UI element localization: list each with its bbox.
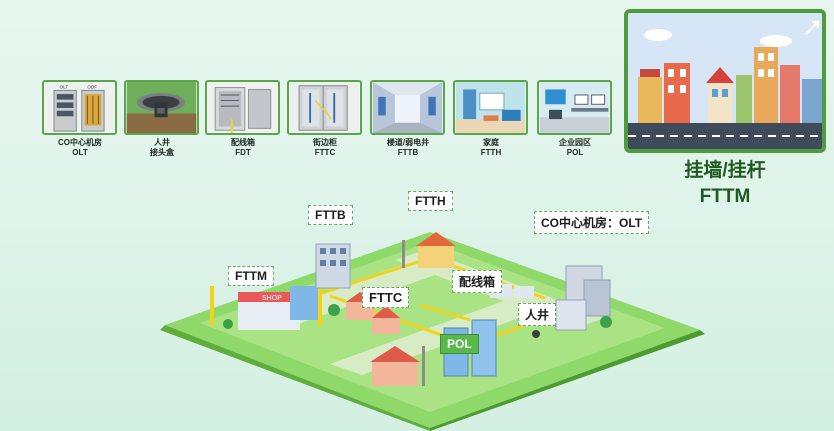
label-pol: POL [440,334,479,354]
label-co-olt: CO中心机房：OLT [534,211,650,234]
card-fttc [287,80,362,135]
label-fttb: FTTB [308,205,353,225]
card-manhole [124,80,199,135]
label-manhole: 人井 [518,303,557,326]
card-manhole-caption: 人井接头盒 [150,138,174,157]
street-buildings-icon [628,13,822,149]
building-corridor-icon [372,82,443,133]
card-fdt [205,80,280,135]
card-ftth [453,80,528,135]
distribution-box-icon [207,82,278,133]
home-room-icon [455,82,526,133]
card-pol [537,80,612,135]
office-icon [539,82,610,133]
label-fttc: FTTC [362,287,410,308]
card-fttm-featured [624,9,826,153]
manhole-icon [126,82,197,133]
card-fttb [370,80,445,135]
label-fttm: FTTM [228,266,274,286]
label-ftth: FTTH [408,191,453,211]
label-fdt: 配线箱 [452,270,503,293]
olt-mini-label: OLT [60,84,69,89]
shop-sign: SHOP [262,295,282,302]
card-olt: OLT ODF [42,80,117,135]
olt-rack-icon: OLT ODF [44,82,115,133]
street-cabinet-icon [289,82,360,133]
odf-mini-label: ODF [87,84,97,89]
expand-corner-icon[interactable] [804,20,820,36]
